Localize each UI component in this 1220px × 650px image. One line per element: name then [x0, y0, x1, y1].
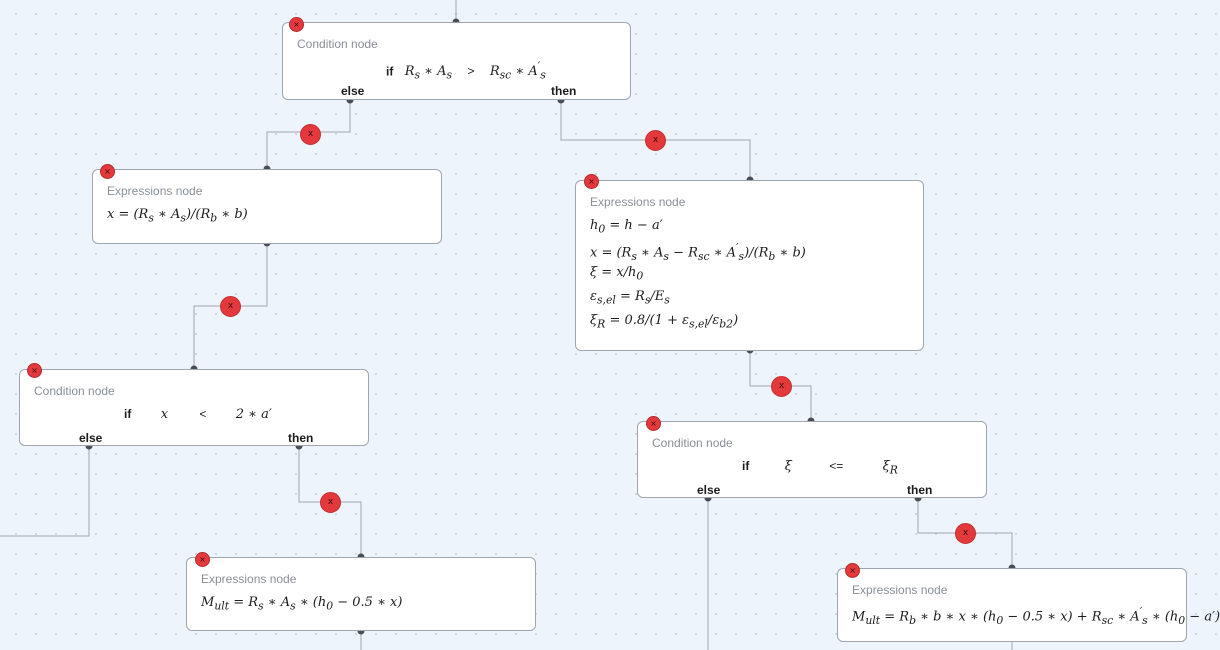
else-branch-label: else: [79, 431, 103, 445]
node-title: Expressions node: [201, 572, 297, 586]
delete-node-button[interactable]: ×: [195, 552, 210, 567]
expression-line: x = (Rs ∗ As − Rsc ∗ A′s)/(Rb ∗ b): [590, 241, 806, 263]
then-branch-label: then: [288, 431, 314, 445]
node-title: Expressions node: [590, 195, 686, 209]
delete-node-button[interactable]: ×: [584, 174, 599, 189]
else-branch-label: else: [697, 483, 721, 497]
condition-right-operand: 2 ∗ a′: [235, 407, 272, 422]
then-branch-label: then: [907, 483, 933, 497]
condition-node[interactable]: Condition node if Rs ∗ As > Rsc ∗ A′s el…: [282, 22, 631, 100]
expressions-node[interactable]: Expressions node Mult = Rb ∗ b ∗ x ∗ (h0…: [837, 568, 1220, 642]
condition-operator: <=: [829, 459, 844, 473]
delete-edge-button[interactable]: x: [645, 130, 666, 151]
condition-expression: if x < 2 ∗ a′: [124, 407, 272, 422]
expressions-node[interactable]: Expressions node x = (Rs ∗ As)/(Rb ∗ b): [92, 169, 442, 244]
delete-edge-button[interactable]: x: [320, 492, 341, 513]
delete-edge-button[interactable]: x: [771, 376, 792, 397]
condition-operator: >: [467, 64, 475, 79]
expression-line: Mult = Rb ∗ b ∗ x ∗ (h0 − 0.5 ∗ x) + Rsc…: [852, 605, 1220, 627]
expression-line: ξ = x/h0: [590, 265, 644, 283]
delete-edge-button[interactable]: x: [955, 523, 976, 544]
condition-left-operand: Rs ∗ As: [404, 64, 453, 82]
node-title: Condition node: [297, 37, 378, 51]
expression-line: ξR = 0.8/(1 + εs,el/εb2): [590, 313, 739, 331]
delete-node-button[interactable]: ×: [646, 416, 661, 431]
condition-left-operand: x: [160, 407, 169, 422]
expressions-node[interactable]: Expressions node h0 = h − a′ x = (Rs ∗ A…: [575, 180, 924, 351]
then-branch-label: then: [551, 84, 577, 98]
delete-node-button[interactable]: ×: [27, 363, 42, 378]
edge-n4-else-out: [0, 446, 90, 537]
delete-node-button[interactable]: ×: [289, 17, 304, 32]
delete-node-button[interactable]: ×: [100, 164, 115, 179]
delete-node-button[interactable]: ×: [845, 563, 860, 578]
delete-edge-button[interactable]: x: [300, 124, 321, 145]
expressions-node[interactable]: Expressions node Mult = Rs ∗ As ∗ (h0 − …: [186, 557, 536, 631]
condition-left-operand: ξ: [784, 459, 792, 474]
if-keyword: if: [742, 459, 750, 473]
condition-node[interactable]: Condition node if ξ <= ξR else then: [637, 421, 987, 498]
condition-operator: <: [199, 407, 207, 421]
if-keyword: if: [124, 407, 132, 421]
condition-expression: if ξ <= ξR: [742, 459, 898, 477]
node-title: Condition node: [652, 436, 733, 450]
condition-expression: if Rs ∗ As > Rsc ∗ A′s: [386, 60, 546, 82]
condition-node[interactable]: Condition node if x < 2 ∗ a′ else then: [19, 369, 369, 446]
expression-line: εs,el = Rs/Es: [590, 289, 670, 307]
if-keyword: if: [386, 64, 394, 79]
node-title: Condition node: [34, 384, 115, 398]
expression-line: Mult = Rs ∗ As ∗ (h0 − 0.5 ∗ x): [201, 595, 403, 613]
else-branch-label: else: [341, 84, 365, 98]
node-title: Expressions node: [852, 583, 948, 597]
expression-line: h0 = h − a′: [590, 218, 663, 236]
node-title: Expressions node: [107, 184, 203, 198]
condition-right-operand: ξR: [882, 459, 898, 477]
delete-edge-button[interactable]: x: [220, 296, 241, 317]
expression-line: x = (Rs ∗ As)/(Rb ∗ b): [107, 207, 248, 225]
condition-right-operand: Rsc ∗ A′s: [489, 60, 546, 82]
